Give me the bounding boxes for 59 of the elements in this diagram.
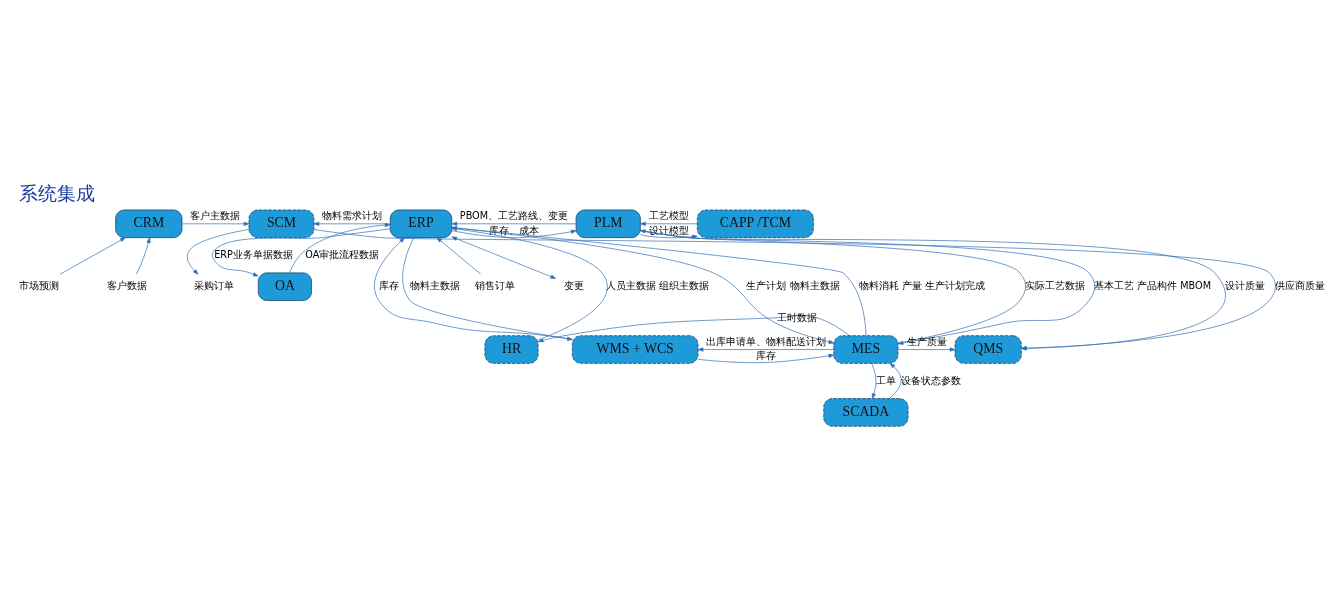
edge-label: 人员主数据 组织主数据: [606, 279, 710, 291]
arrow: [136, 237, 151, 274]
node-box: CRM: [115, 209, 183, 238]
node-box: OA: [257, 271, 312, 301]
arrow: [871, 362, 877, 399]
arrow: [402, 236, 573, 341]
node-text: 变更: [564, 278, 585, 291]
edge-label: 生产计划 物料主数据: [746, 279, 840, 291]
arrow: [181, 221, 250, 226]
edge-label: 供应商质量: [1274, 279, 1325, 291]
arrow: [436, 236, 481, 274]
arrow: [374, 237, 573, 340]
node-box: WMS + WCS: [571, 334, 699, 364]
edge-label: OA审批流程数据: [305, 248, 380, 260]
edge-label: ERP业务单据数据: [214, 248, 293, 260]
arrow: [211, 227, 391, 276]
edge-label: 设计质量: [1225, 279, 1266, 291]
node-box: QMS: [954, 334, 1022, 364]
arrow: [186, 228, 250, 274]
arrow: [697, 353, 835, 363]
node-box: MES: [833, 334, 899, 364]
node-box: SCADA: [823, 397, 909, 427]
edge-label: 库存: [378, 279, 399, 291]
node-box: CAPP /TCM: [696, 209, 814, 238]
node-text: 采购订单: [194, 278, 235, 291]
edge-label: 库存: [755, 349, 776, 361]
node-box: SCM: [248, 209, 315, 238]
arrow: [640, 229, 1226, 350]
arrow: [897, 347, 956, 352]
edge-label: 实际工艺数据: [1025, 279, 1086, 291]
node-text: 销售订单: [474, 278, 515, 291]
arrow: [697, 347, 835, 352]
node-box: HR: [484, 334, 539, 364]
diagram-title: 系统集成: [18, 181, 95, 205]
edge-label: 物料需求计划: [322, 209, 383, 221]
arrow: [640, 221, 698, 226]
arrow: [289, 222, 391, 273]
arrow: [451, 229, 577, 238]
edge-label: 设备状态参数: [900, 374, 961, 386]
node-text: 客户数据: [106, 278, 147, 291]
edge-label: 出库申请单、物料配送计划: [705, 335, 826, 347]
arrow: [59, 236, 126, 275]
edge-label: 工艺模型: [648, 209, 689, 221]
arrow: [451, 236, 556, 279]
edge-label: 工时数据: [776, 311, 817, 323]
node-box: ERP: [389, 209, 453, 238]
node-box: PLM: [575, 209, 641, 238]
node-text: 市场预测: [18, 278, 59, 291]
arrow: [451, 221, 577, 226]
arrow: [537, 314, 850, 342]
edge-label: 物料主数据: [409, 279, 460, 291]
arrow: [889, 362, 902, 399]
edge-label: 基本工艺 产品构件 MBOM: [1094, 279, 1212, 291]
arrow: [640, 233, 698, 239]
edge-label: 工单: [875, 374, 896, 386]
edge-label: 物料消耗 产量 生产计划完成: [859, 279, 986, 291]
edge-label: 客户主数据: [190, 209, 241, 221]
edge-label: PBOM、工艺路线、变更: [459, 209, 569, 221]
arrow: [313, 221, 391, 226]
